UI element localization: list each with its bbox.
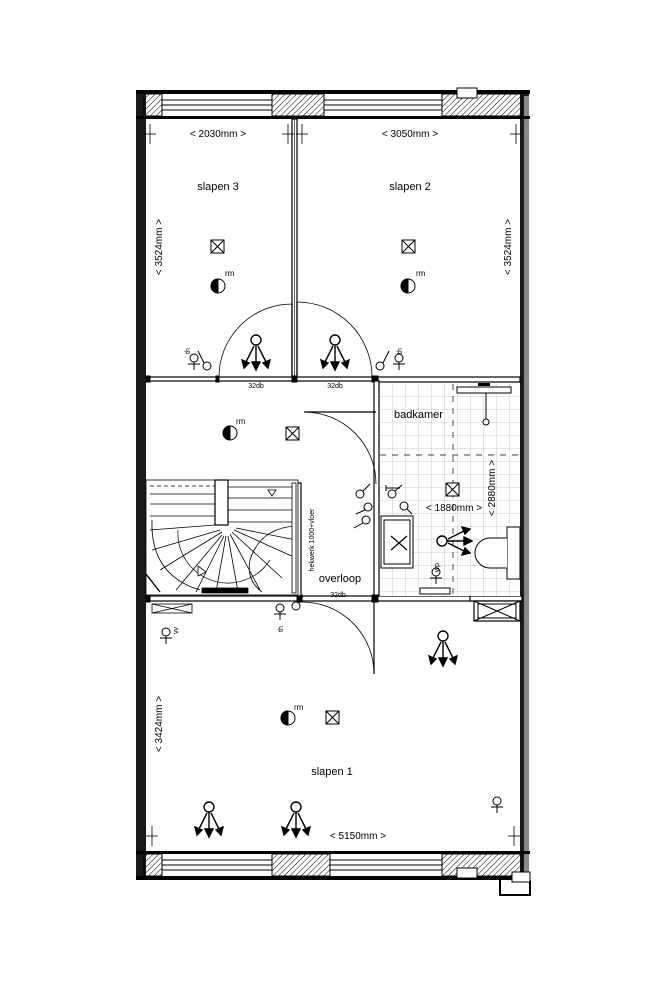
dimension-height-left-top: < 3524mm > (154, 219, 165, 275)
switch-icon (387, 484, 403, 499)
switch-symbols (160, 350, 503, 813)
smoke-detector-symbols (210, 278, 416, 726)
ceiling-light-slapen2 (401, 239, 416, 254)
switch-icon (353, 515, 371, 529)
rm-icon (400, 278, 416, 294)
ceiling-light-bath (445, 482, 460, 497)
switch-icon (355, 483, 371, 499)
dimension-height-right-top: < 3524mm > (503, 219, 514, 275)
ceiling-light-slapen3 (210, 239, 225, 254)
dimension-width-slapen2: < 3050mm > (382, 129, 438, 140)
vv-label: vv (173, 627, 180, 635)
rm-icon (280, 710, 296, 726)
bottom-facade (143, 853, 531, 896)
symbol-labels: rm rm rm rm 32db 32db 32db th th th wp v… (173, 269, 441, 712)
room-label-slapen1: slapen 1 (311, 766, 353, 778)
doors (151, 301, 377, 675)
dimension-width-badkamer: < 1880mm > (426, 503, 482, 514)
room-label-badkamer: badkamer (394, 409, 443, 421)
room-labels: slapen 3 slapen 2 badkamer overloop slap… (197, 181, 443, 778)
dimension-width-slapen3: < 2030mm > (190, 129, 246, 140)
light-outlet-icon (280, 801, 312, 839)
switch-icon (355, 502, 373, 515)
dimension-height-badkamer: < 2880mm > (487, 460, 498, 516)
top-facade (143, 87, 523, 117)
switch-icon (385, 485, 400, 491)
th-label: th (278, 626, 285, 632)
socket-icon (160, 627, 172, 644)
light-outlet-icon (193, 801, 225, 839)
socket-icon (491, 796, 503, 813)
rm-label: rm (416, 269, 426, 278)
room-label-slapen3: slapen 3 (197, 181, 239, 193)
internal-walls (145, 118, 523, 622)
light-outlet-icon (436, 525, 474, 557)
ceiling-light-overloop (285, 426, 300, 441)
socket-icon (430, 567, 442, 584)
dimension-ticks (144, 124, 522, 846)
db-label: 32db (327, 383, 343, 390)
switch-icon (197, 350, 212, 371)
socket-icon (393, 353, 405, 370)
light-outlet-icon (240, 334, 272, 372)
socket-icon (188, 353, 200, 370)
ceiling-light-slapen1 (325, 710, 340, 725)
light-outlet-icon (319, 334, 351, 372)
dimension-width-slapen1: < 5150mm > (330, 831, 386, 842)
light-outlet-icon (427, 630, 459, 668)
rm-label: rm (225, 269, 235, 278)
rm-label: rm (236, 417, 246, 426)
room-label-overloop: overloop (319, 573, 361, 585)
staircase (145, 479, 299, 596)
rm-icon (222, 425, 238, 441)
th-label: th (397, 348, 404, 354)
dimension-height-left-bottom: < 3424mm > (154, 696, 165, 752)
switch-icon (291, 595, 304, 611)
rm-icon (210, 278, 226, 294)
socket-icon (274, 603, 286, 620)
switch-icon (399, 501, 413, 515)
room-label-slapen2: slapen 2 (389, 181, 431, 193)
dimension-labels: < 2030mm > < 3050mm > < 3524mm > < 3524m… (154, 129, 514, 842)
light-outlet-symbols (193, 334, 474, 839)
railing-label: hekwerk 1000+vloer (309, 508, 316, 572)
db-label: 32db (330, 592, 346, 599)
db-label: 32db (248, 383, 264, 390)
switch-icon (375, 350, 390, 371)
outer-walls (136, 90, 530, 880)
wp-label: wp (434, 563, 441, 573)
th-label: th (185, 348, 192, 354)
ceiling-light-symbols (210, 239, 460, 725)
rm-label: rm (294, 703, 304, 712)
